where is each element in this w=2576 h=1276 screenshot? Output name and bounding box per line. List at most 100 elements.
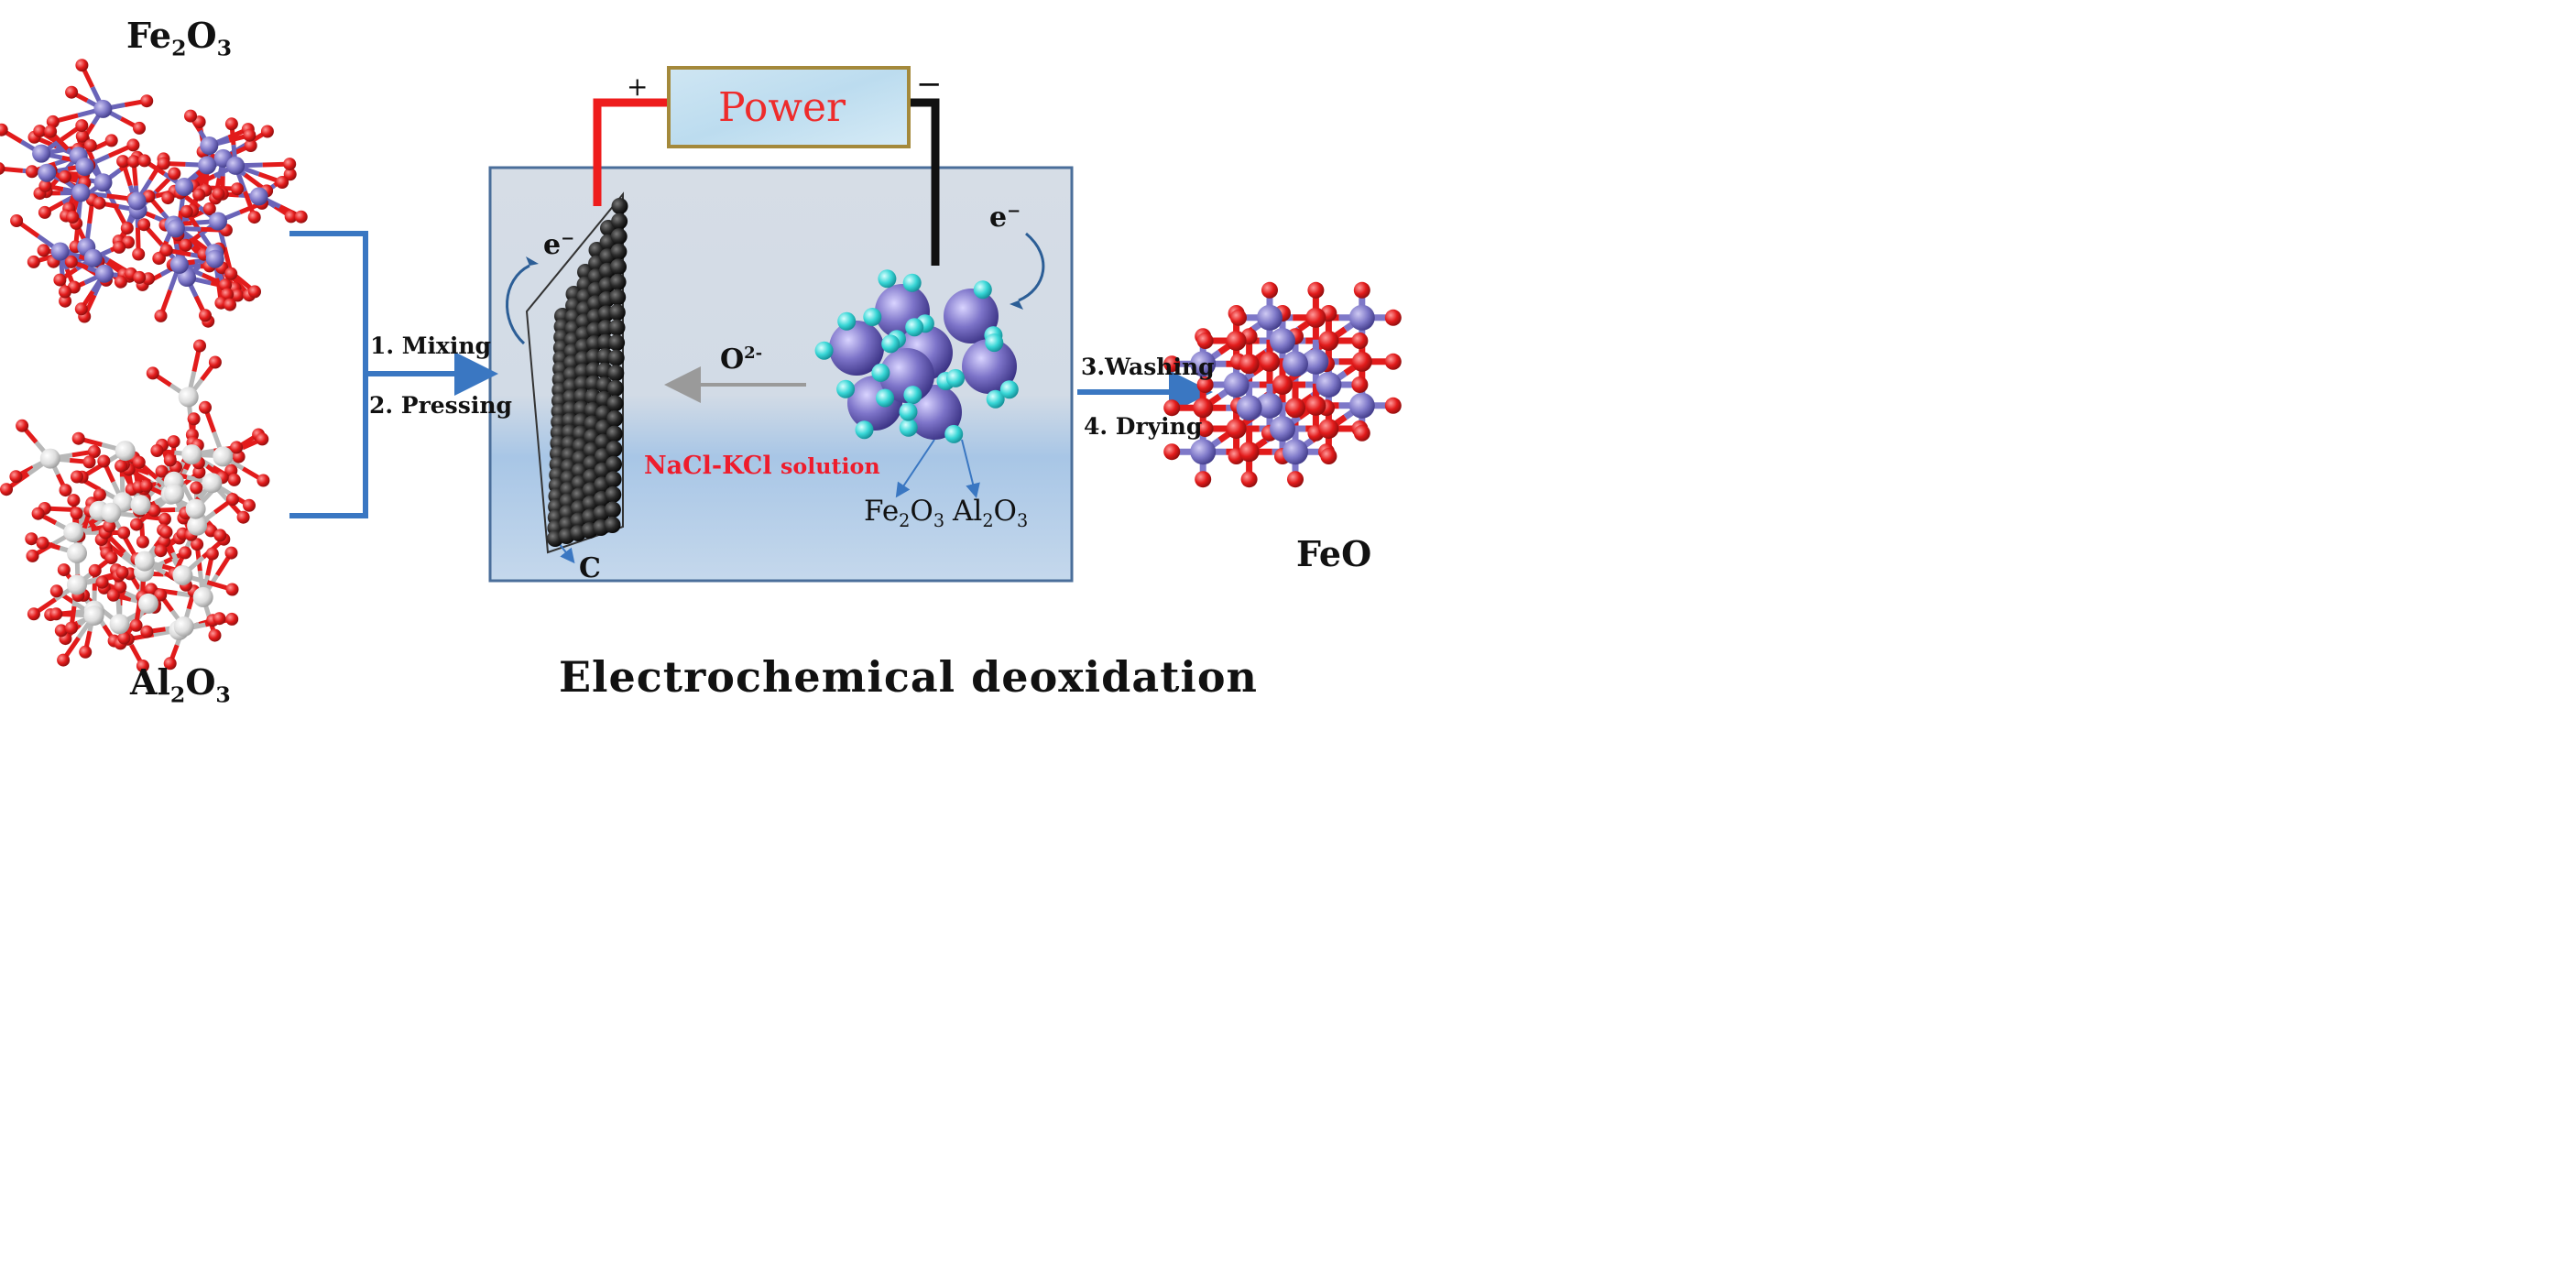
aluminium-atom [137,593,158,614]
iron-atom [198,156,217,175]
carbon-atom [606,379,624,397]
oxygen-atom [146,366,159,380]
oxygen-atom [247,211,261,224]
carbon-label: C [579,552,601,584]
oxygen-atom [158,512,171,526]
carbon-atom [607,365,625,382]
oxygen-atom [257,474,270,487]
oxygen-atom [140,94,154,108]
oxygen-atom [75,119,89,133]
feo-crystal-structure [1163,281,1402,488]
oxygen-atom [36,536,49,550]
oxygen-atom [1384,309,1402,326]
oxygen-atom [284,210,298,224]
oxygen-atom [283,168,297,181]
oxygen-atom [38,179,52,192]
oxygen-atom [167,435,180,449]
aluminium-atom [134,551,155,572]
oxygen-atom [230,441,244,454]
oxygen-atom [31,507,45,520]
oxygen-atom [155,464,169,478]
oxygen-atom [224,117,238,131]
oxygen-atom [248,285,261,299]
electrolyte-label: NaCl-KCl solution [644,452,880,480]
oxygen-atom [192,465,206,479]
aluminium-atom [83,605,104,626]
iron-atom [93,173,113,192]
oxygen-atom [57,563,71,577]
oxygen-atom [168,167,181,180]
oxygen-atom [38,205,51,219]
oxygen-atom [54,624,68,638]
cathode-small-atom [944,424,964,443]
iron-atom [1283,439,1308,465]
oxygen-atom [1226,419,1247,439]
aluminium-atom [173,616,194,637]
oxygen-atom [163,657,177,671]
oxygen-atom [120,222,134,235]
carbon-atom [604,501,621,518]
positive-wire [593,98,678,206]
carbon-atom [611,198,628,214]
oxygen-atom [66,211,80,224]
oxygen-atom [136,535,149,549]
power-supply [667,66,911,148]
oxygen-atom [227,473,241,486]
aluminium-atom [130,495,151,516]
oxygen-atom [212,187,225,201]
cathode-large-atom [944,289,999,344]
oxygen-atom [1320,448,1337,464]
carbon-atom [608,304,626,321]
iron-atom [249,187,268,206]
cathode-large-atom [829,321,884,376]
aluminium-atom [39,448,60,469]
oxygen-atom [163,453,177,467]
carbon-atom [606,425,623,442]
aluminium-atom [178,387,199,408]
oxygen-atom [1193,398,1214,419]
oxygen-atom [75,129,89,143]
mixing-bracket [289,231,498,518]
oxygen-atom [236,510,250,524]
oxygen-atom [225,583,239,596]
iron-atom [169,255,189,274]
cathode-small-atom [878,269,897,289]
aluminium-atom [67,542,87,563]
oxygen-atom [137,154,151,168]
oxygen-atom [26,549,39,562]
iron-atom [32,144,51,163]
oxygen-atom [104,134,118,147]
iron-atom [50,242,70,261]
oxygen-atom [1384,353,1402,370]
oxygen-atom [161,191,175,205]
iron-atom [1315,372,1342,398]
oxygen-atom [103,519,116,533]
oxygen-atom [202,202,216,215]
oxygen-atom [58,169,71,183]
iron-atom [127,191,147,211]
oxygen-atom [1196,333,1214,349]
oxygen-atom [95,575,109,589]
oxygen-atom [244,139,257,152]
oxygen-atom [104,551,118,564]
oxygen-atom [115,459,128,473]
oxygen-atom [1351,351,1372,372]
cathode-small-atom [999,380,1019,399]
oxygen-atom [64,621,78,635]
iron-atom [71,183,91,202]
oxygen-atom [231,289,245,302]
cathode-small-atom [876,388,895,408]
iron-atom [75,158,94,176]
cathode-small-atom [905,318,924,337]
oxygen-atom [117,631,131,645]
oxygen-atom [1163,443,1181,461]
oxygen-atom [191,538,204,551]
oxygen-atom [1195,471,1212,488]
oxygen-atom [0,483,13,496]
oxygen-atom [116,155,130,169]
oxygen-atom [137,218,151,232]
oxygen-atom [83,138,97,152]
oxygen-atom [53,273,67,287]
iron-atom [1236,395,1262,421]
anode-electron-arrow [505,264,530,345]
